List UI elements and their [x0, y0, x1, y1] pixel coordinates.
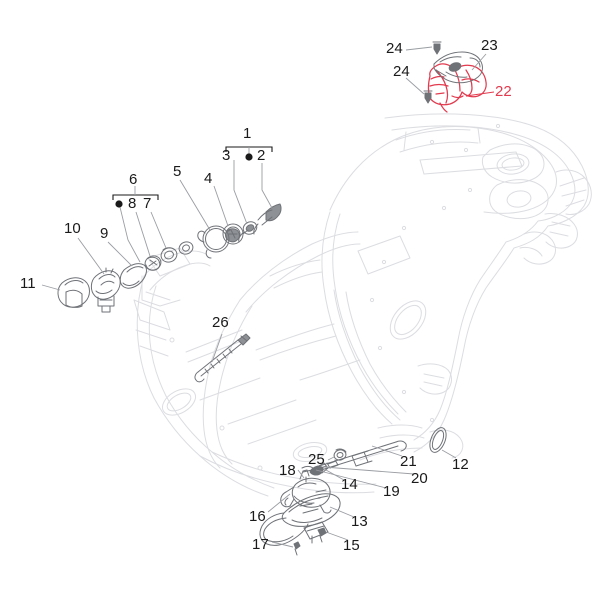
part-13-lock-lever: [259, 493, 341, 546]
bullet-dot-group-6: [115, 200, 123, 208]
part-5-lock-ring: [197, 225, 231, 259]
callout-25[interactable]: 25: [308, 451, 325, 468]
leader-lines-layer: [41, 46, 495, 548]
callout-6[interactable]: 6: [129, 171, 138, 188]
part-21-cable-rod: [315, 440, 407, 472]
part-10-switch-body: [90, 267, 121, 313]
part-17-screw: [293, 541, 301, 556]
callout-7[interactable]: 7: [143, 195, 152, 212]
callout-4[interactable]: 4: [204, 170, 213, 187]
callout-15[interactable]: 15: [343, 537, 360, 554]
part-2-key-blade: [253, 203, 282, 235]
part-24-screws: [423, 41, 442, 104]
callout-23[interactable]: 23: [481, 37, 498, 54]
part-7-washer: [160, 247, 178, 263]
group-bullet-dots: [115, 153, 253, 208]
part-9-cover-plate: [119, 263, 147, 289]
exploded-parts-layer: [57, 41, 483, 556]
callout-26[interactable]: 26: [212, 314, 229, 331]
callout-24-bottom[interactable]: 24: [393, 63, 410, 80]
callout-5[interactable]: 5: [173, 163, 182, 180]
callout-13[interactable]: 13: [351, 513, 368, 530]
callout-9[interactable]: 9: [100, 225, 109, 242]
bullet-dot-group-1: [245, 153, 253, 161]
part-18-latch-body: [280, 469, 332, 514]
part-25-grommet: [333, 448, 347, 461]
callout-11[interactable]: 11: [20, 275, 36, 292]
callout-21[interactable]: 21: [400, 453, 417, 470]
callout-14[interactable]: 14: [341, 476, 358, 493]
scooter-frame-outline: [133, 113, 592, 497]
callout-1[interactable]: 1: [243, 125, 252, 142]
part-16-bracket: [284, 497, 289, 506]
part-11-cap: [57, 277, 90, 308]
callout-24-top[interactable]: 24: [386, 40, 403, 57]
part-small-washer: [178, 241, 194, 255]
part-12-oval-gasket: [429, 427, 447, 453]
callout-18[interactable]: 18: [279, 462, 296, 479]
part-23-hinge-plate: [433, 51, 483, 84]
part-8-bushing: [144, 255, 162, 271]
callout-10[interactable]: 10: [64, 220, 81, 237]
callout-20[interactable]: 20: [411, 470, 428, 487]
part-15-screw: [317, 527, 327, 543]
callout-8[interactable]: 8: [128, 195, 137, 212]
part-22-saddle-lock-bracket: [427, 63, 487, 113]
callout-12[interactable]: 12: [452, 456, 469, 473]
callout-19[interactable]: 19: [383, 483, 400, 500]
callout-22-highlighted[interactable]: 22: [495, 83, 512, 100]
callout-3[interactable]: 3: [222, 147, 231, 164]
part-26-long-bolt: [194, 333, 251, 383]
callout-2[interactable]: 2: [257, 147, 266, 164]
callout-17[interactable]: 17: [252, 536, 269, 553]
callout-16[interactable]: 16: [249, 508, 266, 525]
